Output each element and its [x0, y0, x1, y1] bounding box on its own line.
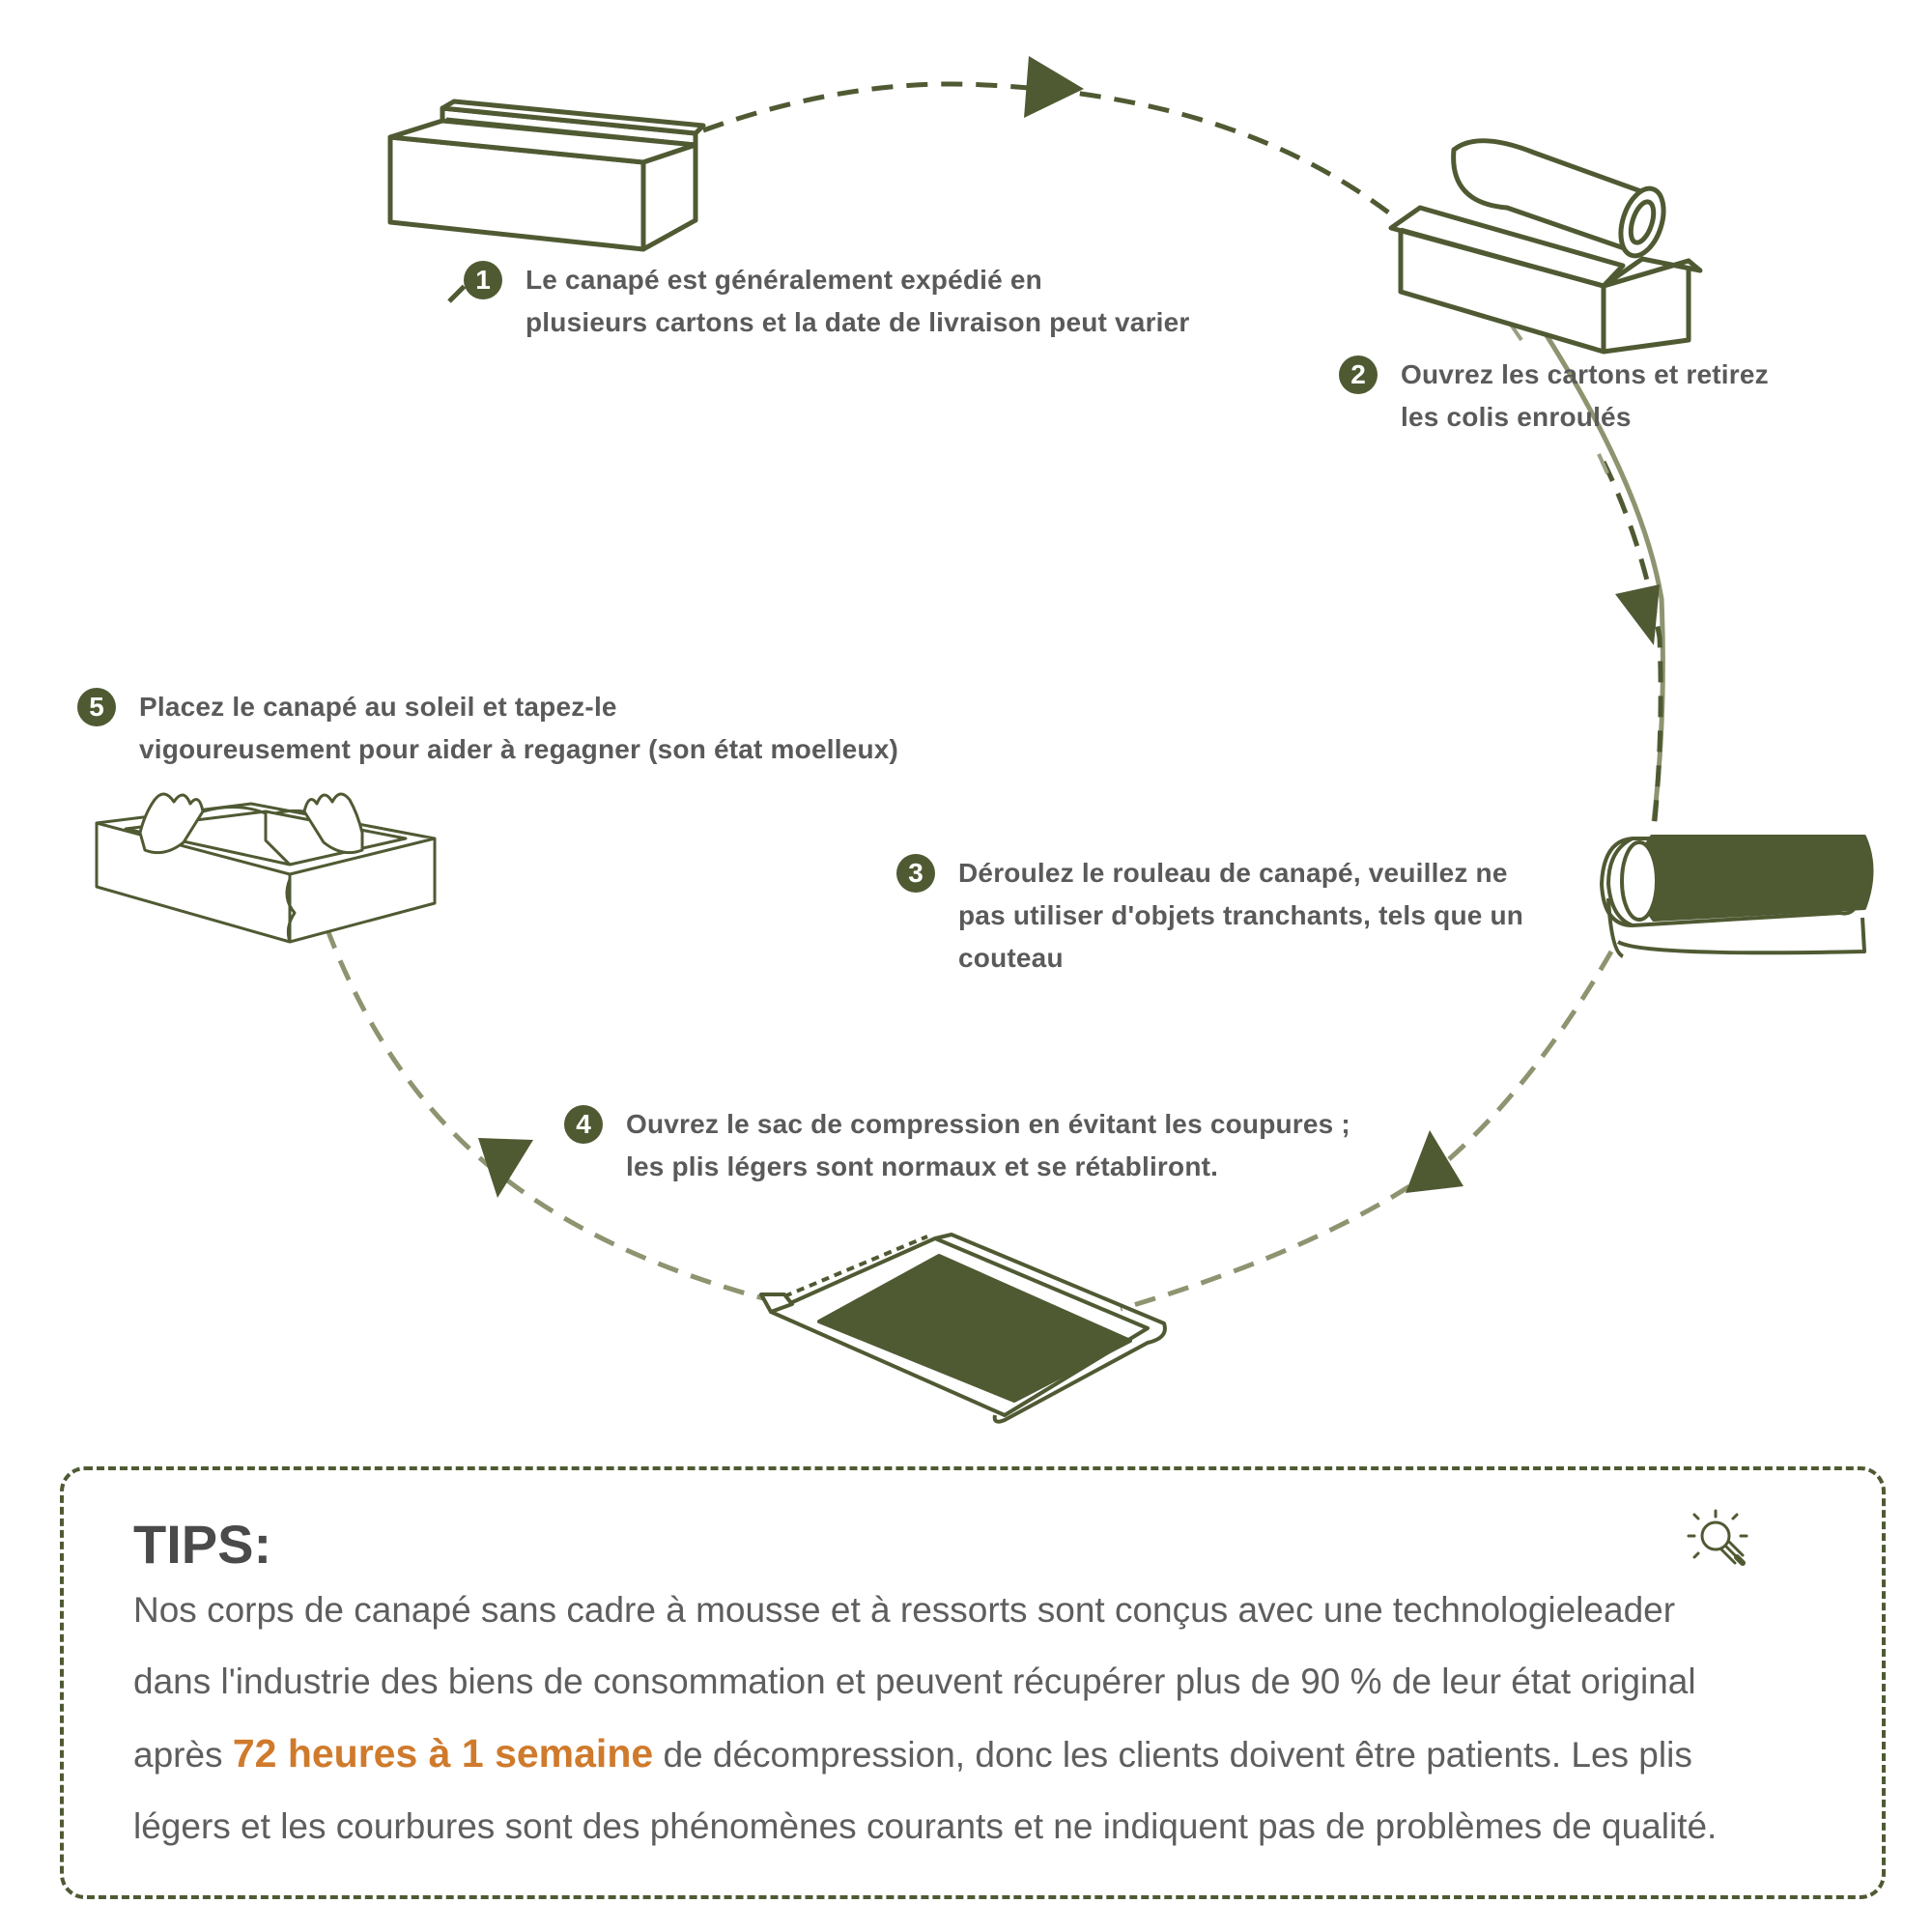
step-number-badge: 3 [896, 854, 935, 893]
tips-line: Nos corps de canapé sans cadre à mousse … [133, 1590, 1676, 1630]
path-2-to-3-dash [1601, 460, 1663, 832]
tips-line: légers et les courbures sont des phénomè… [133, 1806, 1718, 1846]
step-description: Le canapé est généralement expédié en pl… [526, 265, 1190, 337]
step-5: 5 Placez le canapé au soleil et tapez-le… [77, 686, 898, 771]
arrowhead-4 [478, 1138, 533, 1198]
rolled-sofa-icon [1600, 835, 1874, 958]
arrowhead-1 [1024, 56, 1084, 118]
compression-bag-icon [759, 1233, 1167, 1424]
step-description: Ouvrez le sac de compression en évitant … [626, 1109, 1350, 1181]
sofa-hands-icon [95, 792, 437, 944]
path-1-to-2 [702, 81, 1393, 216]
lightbulb-icon [1687, 1509, 1748, 1566]
process-cycle-diagram [95, 56, 1874, 1424]
step-1: 1 Le canapé est généralement expédié en … [464, 259, 1190, 344]
tips-box: TIPS: Nos corps de canapé sans cadre à m… [60, 1466, 1886, 1899]
step-number-badge: 1 [464, 261, 502, 299]
tips-title: TIPS: [133, 1514, 272, 1575]
step-description: Ouvrez les cartons et retirez les colis … [1401, 359, 1769, 432]
step-4: 4 Ouvrez le sac de compression en évitan… [564, 1103, 1350, 1188]
path-5-to-1 [447, 270, 480, 303]
stacked-boxes-icon [387, 99, 706, 252]
tips-line: dans l'industrie des biens de consommati… [133, 1662, 1696, 1701]
tips-highlight-duration: 72 heures à 1 semaine [232, 1731, 654, 1776]
arrowhead-3 [1406, 1130, 1463, 1193]
path-3-to-4 [1120, 950, 1614, 1312]
step-description: Placez le canapé au soleil et tapez-le v… [139, 692, 899, 764]
step-number-badge: 4 [564, 1105, 603, 1144]
step-3: 3 Déroulez le rouleau de canapé, veuille… [896, 852, 1523, 980]
tips-body: Nos corps de canapé sans cadre à mousse … [133, 1575, 1862, 1862]
step-number-badge: 2 [1339, 355, 1378, 394]
step-2: 2 Ouvrez les cartons et retirez les coli… [1339, 354, 1769, 439]
arrowhead-2 [1615, 584, 1660, 645]
open-box-roll-icon [1388, 138, 1703, 355]
tips-line: après 72 heures à 1 semaine de décompres… [133, 1731, 1692, 1776]
step-number-badge: 5 [77, 688, 116, 726]
step-description: Déroulez le rouleau de canapé, veuillez … [958, 858, 1524, 973]
